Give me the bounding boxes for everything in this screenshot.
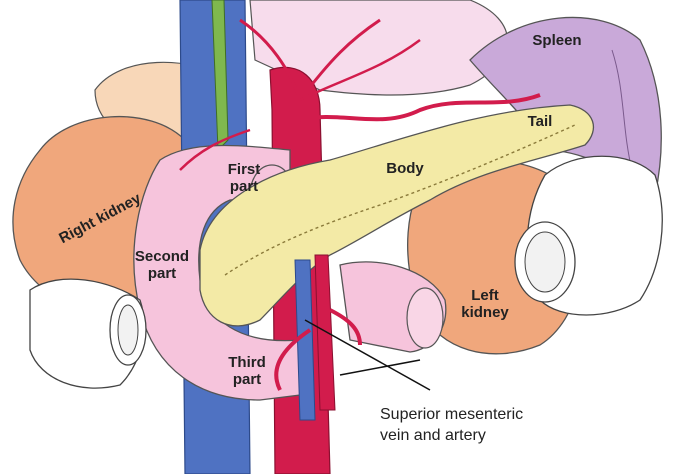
leader-line-artery	[339, 359, 421, 376]
label-left-kidney: Left kidney	[461, 287, 509, 321]
duodenum-shape	[133, 144, 301, 401]
label-first-part: First part	[227, 161, 261, 195]
stomach-shape	[249, 0, 508, 96]
leader-line-vein	[304, 319, 431, 391]
label-spleen: Spleen	[532, 32, 582, 49]
pancreatic-duct	[224, 124, 576, 276]
superior-mesenteric-artery	[314, 254, 336, 411]
label-body: Body	[386, 160, 424, 177]
caption-line-2: vein and artery	[380, 427, 486, 444]
splenic-artery	[299, 93, 541, 122]
caption-superior-mesenteric: Superior mesenteric vein and artery	[380, 404, 610, 446]
superior-mesenteric-vein	[294, 259, 316, 421]
label-tail: Tail	[527, 113, 553, 130]
common-bile-duct	[211, 0, 229, 152]
caption-line-1: Superior mesenteric	[380, 406, 524, 423]
label-third-part: Third part	[228, 354, 266, 388]
spleen-crease	[611, 49, 633, 171]
label-second-part: Second part	[134, 248, 190, 282]
